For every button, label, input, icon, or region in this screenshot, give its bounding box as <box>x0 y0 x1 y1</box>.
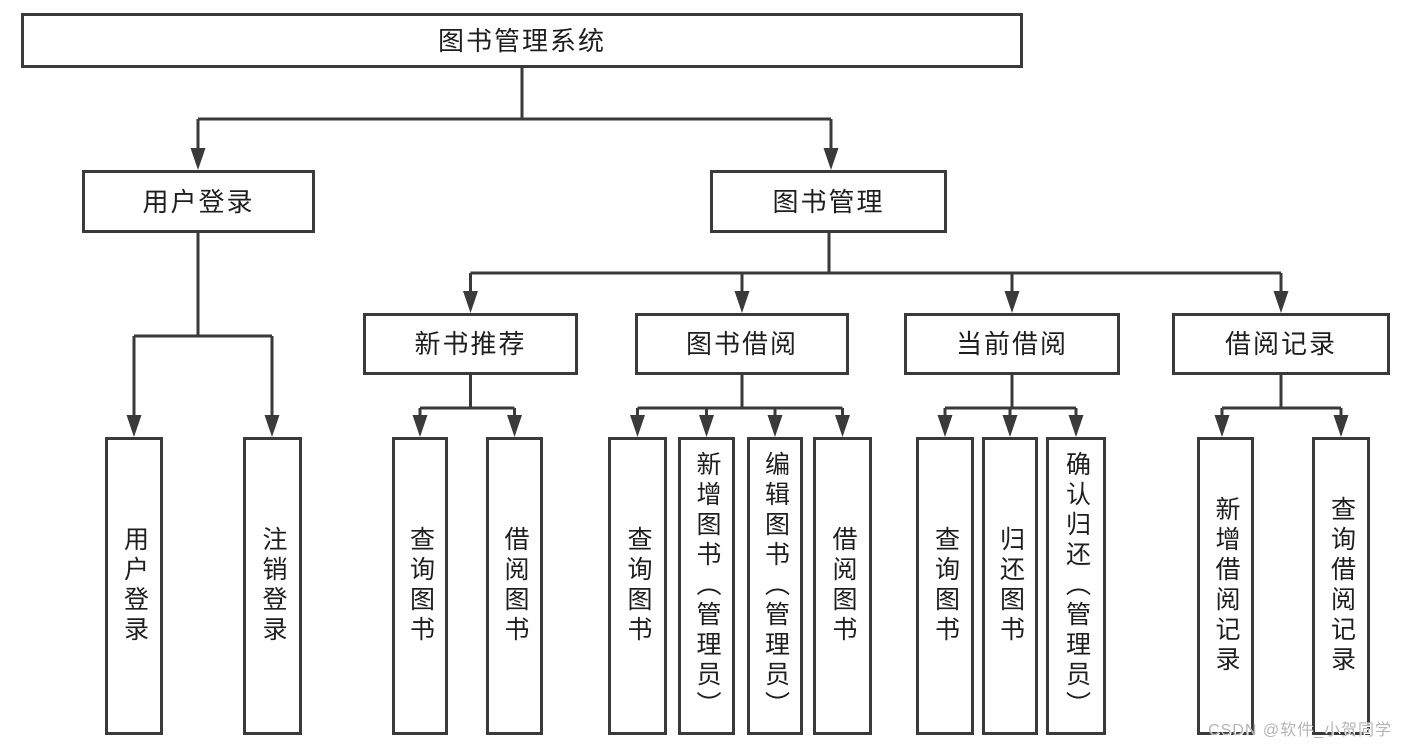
node-library-system: 图书管理系统 <box>21 13 1023 68</box>
node-current-borrowing: 当前借阅 <box>904 313 1120 375</box>
leaf-query-books-borrow: 查询图书 <box>608 437 667 735</box>
node-new-book-recommend: 新书推荐 <box>363 313 578 375</box>
leaf-label: 确认归还（管理员） <box>1062 451 1091 721</box>
leaf-query-borrow-record: 查询借阅记录 <box>1312 437 1370 735</box>
leaf-label: 借阅图书 <box>829 526 857 646</box>
leaf-label: 借阅图书 <box>501 526 529 646</box>
leaf-label: 用户登录 <box>120 526 149 646</box>
node-book-borrowing: 图书借阅 <box>635 313 849 375</box>
node-label: 当前借阅 <box>955 329 1068 359</box>
branch-spines <box>134 68 1341 410</box>
leaf-label: 新增图书（管理员） <box>693 451 721 721</box>
node-label: 新书推荐 <box>414 329 527 359</box>
leaf-label: 新增借阅记录 <box>1212 496 1240 676</box>
leaf-label: 查询图书 <box>624 526 652 646</box>
leaf-label: 查询借阅记录 <box>1327 496 1356 676</box>
node-label: 图书管理 <box>772 186 885 217</box>
arrow-stems <box>132 119 1343 419</box>
leaf-borrow-books: 借阅图书 <box>813 437 872 735</box>
leaf-query-books-recommend: 查询图书 <box>392 437 448 735</box>
leaf-add-borrow-record: 新增借阅记录 <box>1197 437 1254 735</box>
node-label: 用户登录 <box>142 186 255 217</box>
node-user-login: 用户登录 <box>82 170 315 233</box>
leaf-query-books-current: 查询图书 <box>916 437 974 735</box>
leaf-add-books-admin: 新增图书（管理员） <box>678 437 735 735</box>
leaf-borrow-books-recommend: 借阅图书 <box>486 437 543 735</box>
node-borrowing-records: 借阅记录 <box>1172 313 1390 375</box>
leaf-label: 注销登录 <box>259 526 287 646</box>
node-book-management: 图书管理 <box>710 170 947 233</box>
leaf-label: 查询图书 <box>931 526 960 646</box>
watermark: CSDN @软件_小贺同学 <box>1208 722 1392 739</box>
leaf-return-books: 归还图书 <box>982 437 1038 735</box>
leaf-label: 归还图书 <box>996 526 1025 646</box>
leaf-edit-books-admin: 编辑图书（管理员） <box>747 437 803 735</box>
node-label: 图书管理系统 <box>437 25 606 56</box>
node-label: 图书借阅 <box>685 329 798 359</box>
arrowheads <box>126 148 1349 437</box>
leaf-logout-login: 注销登录 <box>243 437 302 735</box>
node-label: 借阅记录 <box>1224 329 1337 359</box>
leaf-label: 编辑图书（管理员） <box>761 451 790 721</box>
leaf-confirm-return-admin: 确认归还（管理员） <box>1046 437 1106 735</box>
leaf-label: 查询图书 <box>406 526 435 646</box>
leaf-user-login: 用户登录 <box>105 437 163 735</box>
